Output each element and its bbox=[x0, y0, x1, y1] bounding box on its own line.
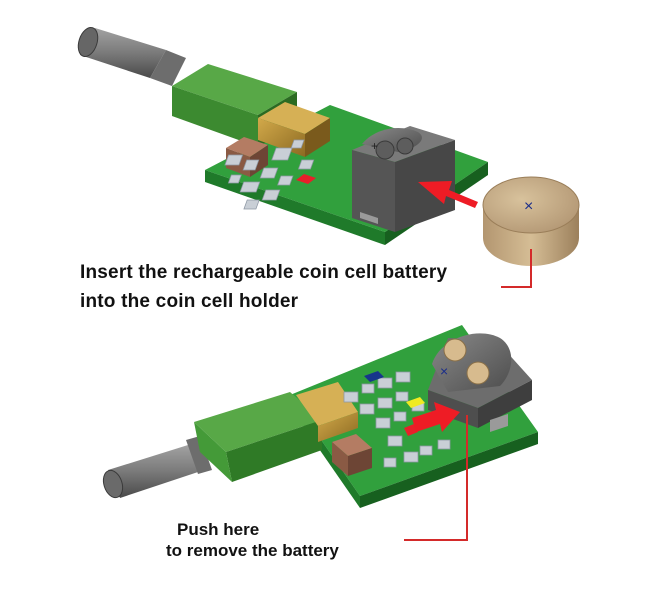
top-usb-cable bbox=[77, 26, 186, 86]
bottom-inductor bbox=[332, 434, 372, 476]
insert-instruction-line2: into the coin cell holder bbox=[80, 291, 299, 312]
remove-instruction-line2: to remove the battery bbox=[166, 541, 339, 560]
top-smd-components bbox=[224, 139, 315, 210]
top-holder-polarity-mark: + bbox=[371, 139, 378, 153]
bottom-usb-connector bbox=[296, 382, 358, 442]
top-callout-line bbox=[501, 249, 532, 288]
top-insert-arrow bbox=[418, 181, 478, 208]
bottom-coin-cell-holder: × bbox=[428, 333, 532, 432]
bottom-assembly: × bbox=[102, 325, 538, 541]
top-assembly: + × bbox=[77, 26, 580, 288]
bottom-holder-polarity-mark: × bbox=[440, 363, 448, 379]
bottom-callout-line bbox=[404, 415, 468, 541]
insert-instruction-line1: Insert the rechargeable coin cell batter… bbox=[80, 262, 448, 283]
top-battery-polarity-mark: × bbox=[524, 198, 533, 215]
bottom-push-arrow bbox=[412, 402, 460, 432]
bottom-led-red bbox=[404, 424, 418, 436]
top-coin-cell-battery: × bbox=[482, 176, 580, 266]
remove-instruction-line1: Push here bbox=[177, 520, 260, 539]
top-coin-cell-holder: + bbox=[352, 126, 455, 232]
top-led-red bbox=[296, 174, 316, 184]
bottom-smd-components bbox=[343, 371, 451, 468]
bottom-usb-plug bbox=[194, 392, 322, 482]
bottom-led-blue bbox=[364, 371, 384, 382]
bottom-led-yellow bbox=[406, 397, 425, 408]
bottom-usb-cable bbox=[102, 436, 212, 499]
